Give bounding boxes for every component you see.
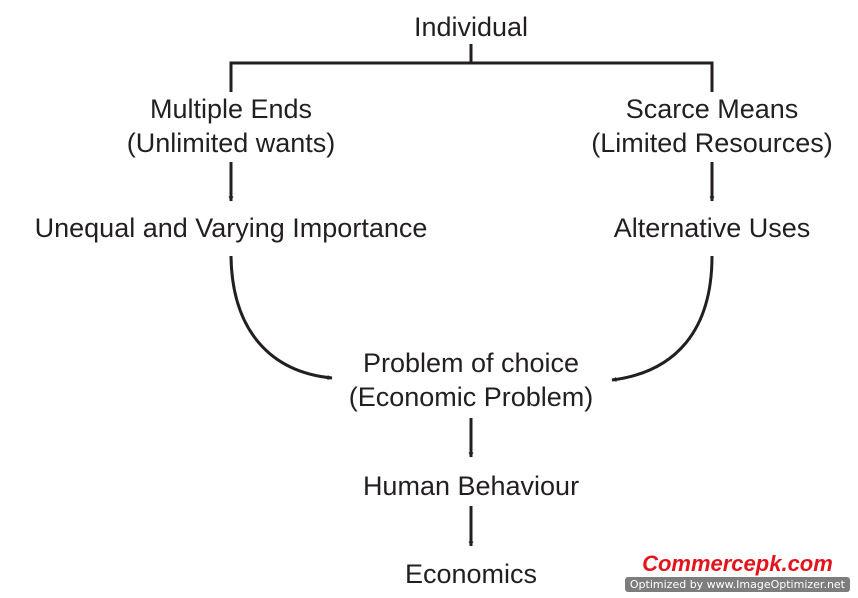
watermark-brand: Commercepk.com (642, 551, 833, 576)
node-scarce-means-subtitle: (Limited Resources) (591, 128, 833, 158)
node-scarce-means: Scarce Means (Limited Resources) (591, 92, 833, 160)
arrow-importance-to-problem (229, 255, 333, 381)
node-human-behaviour: Human Behaviour (362, 471, 580, 501)
node-problem-of-choice-title: Problem of choice (362, 348, 580, 378)
root-bracket (229, 61, 714, 92)
node-multiple-ends-title: Multiple Ends (149, 94, 313, 124)
node-individual: Individual (413, 12, 529, 42)
node-multiple-ends-subtitle: (Unlimited wants) (126, 128, 336, 158)
node-economics: Economics (404, 559, 538, 589)
node-unequal-importance: Unequal and Varying Importance (34, 213, 428, 243)
node-alternative-uses: Alternative Uses (613, 213, 811, 243)
arrow-uses-to-problem (611, 255, 714, 382)
node-problem-of-choice-subtitle: (Economic Problem) (348, 382, 594, 412)
node-multiple-ends: Multiple Ends (Unlimited wants) (127, 92, 336, 160)
watermark-credit: Optimized by www.ImageOptimizer.net (624, 577, 850, 592)
node-scarce-means-title: Scarce Means (625, 94, 799, 124)
watermark: Commercepk.com Optimized by www.ImageOpt… (624, 551, 850, 592)
node-problem-of-choice: Problem of choice (Economic Problem) (349, 346, 594, 414)
